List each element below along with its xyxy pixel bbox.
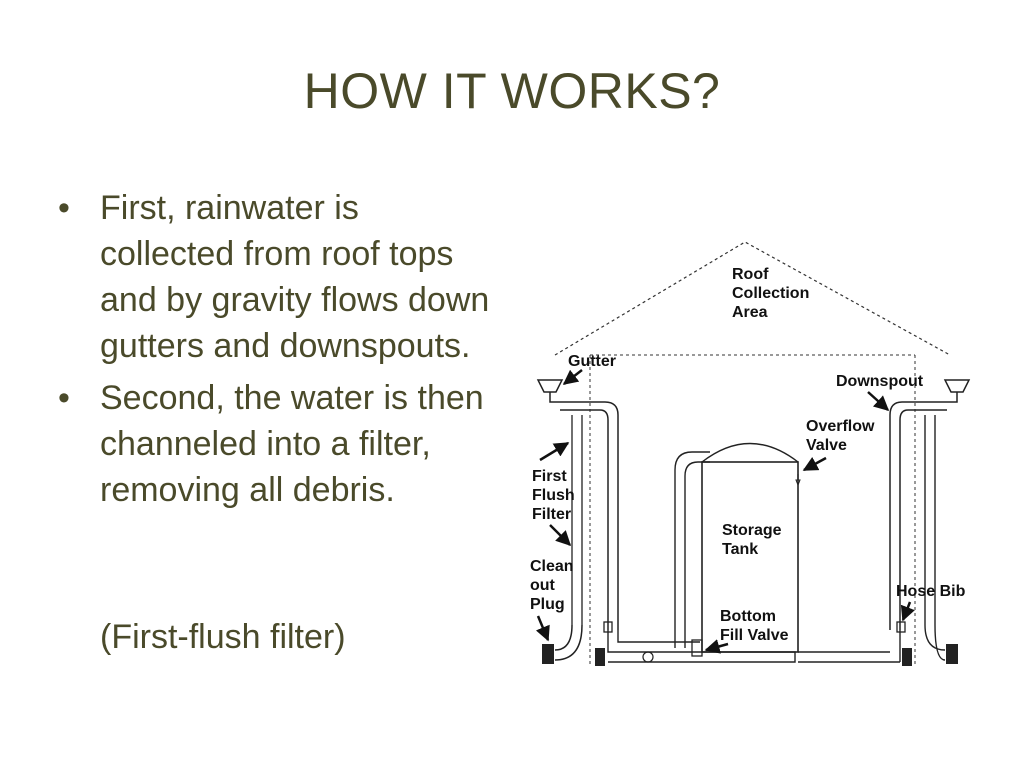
label-roof-collection-area-2: Collection — [732, 285, 809, 302]
label-clean-out-plug-3: Plug — [530, 596, 565, 613]
storage-tank-top — [701, 442, 799, 463]
tank-inlet-pipe — [674, 451, 710, 648]
arrow-clean-out-plug — [535, 615, 550, 642]
valve-left — [603, 621, 613, 633]
label-storage-tank-2: Tank — [722, 541, 758, 558]
overflow-valve — [795, 479, 801, 487]
arrow-hose-bib — [900, 601, 915, 622]
bottom-pipe-cap-left — [595, 648, 605, 666]
arrow-first-flush-up — [539, 441, 570, 462]
label-overflow-valve-1: Overflow — [806, 418, 875, 435]
bullet-list: • First, rainwater is collected from roof… — [58, 185, 498, 519]
right-bottom-pipe — [798, 630, 901, 663]
label-first-flush-filter-3: Filter — [532, 506, 571, 523]
first-flush-note: (First-flush filter) — [100, 618, 346, 656]
first-flush-pipe — [549, 392, 619, 630]
bullet-item: • Second, the water is then channeled int… — [58, 375, 498, 513]
arrow-overflow-valve — [802, 456, 827, 472]
label-downspout: Downspout — [836, 373, 924, 390]
right-pipe-cap — [902, 648, 912, 666]
gutter-right — [943, 379, 971, 393]
downspout-lower — [924, 415, 946, 661]
arrow-downspout — [867, 391, 890, 412]
label-clean-out-plug-2: out — [530, 577, 556, 594]
label-bottom-fill-valve-1: Bottom — [720, 608, 776, 625]
rainwater-harvesting-diagram: Roof Collection Area Gutter Downspout Ov… — [530, 241, 971, 666]
roof-outline — [554, 241, 951, 356]
gutter-left — [536, 379, 564, 393]
label-bottom-fill-valve-2: Fill Valve — [720, 627, 789, 644]
label-storage-tank-1: Storage — [722, 522, 782, 539]
first-flush-chamber — [571, 415, 583, 625]
bullet-text: First, rainwater is collected from roof … — [100, 189, 490, 365]
cleanout-plug — [542, 644, 554, 664]
label-first-flush-filter-1: First — [532, 468, 567, 485]
cleanout-plug-pipe — [554, 624, 583, 661]
label-first-flush-filter-2: Flush — [532, 487, 575, 504]
storage-tank — [701, 461, 799, 653]
label-hose-bib: Hose Bib — [896, 583, 966, 600]
right-plug — [946, 644, 958, 664]
label-roof-collection-area-1: Roof — [732, 266, 769, 283]
label-gutter: Gutter — [568, 353, 616, 370]
slide-title: HOW IT WORKS? — [303, 63, 721, 119]
bullet-dot: • — [58, 379, 70, 417]
bullet-item: • First, rainwater is collected from roof… — [58, 185, 498, 369]
label-roof-collection-area-3: Area — [732, 304, 768, 321]
label-clean-out-plug-1: Clean — [530, 558, 574, 575]
hose-bib — [896, 621, 906, 633]
downspout-pipe — [889, 392, 958, 630]
bullet-text: Second, the water is then channeled into… — [100, 379, 484, 509]
arrow-gutter — [562, 369, 583, 385]
label-overflow-valve-2: Valve — [806, 437, 847, 454]
arrow-bottom-fill-valve — [704, 639, 729, 654]
bullet-dot: • — [58, 189, 70, 227]
arrow-first-flush-down — [549, 524, 572, 547]
pipe-fitting — [642, 651, 654, 663]
